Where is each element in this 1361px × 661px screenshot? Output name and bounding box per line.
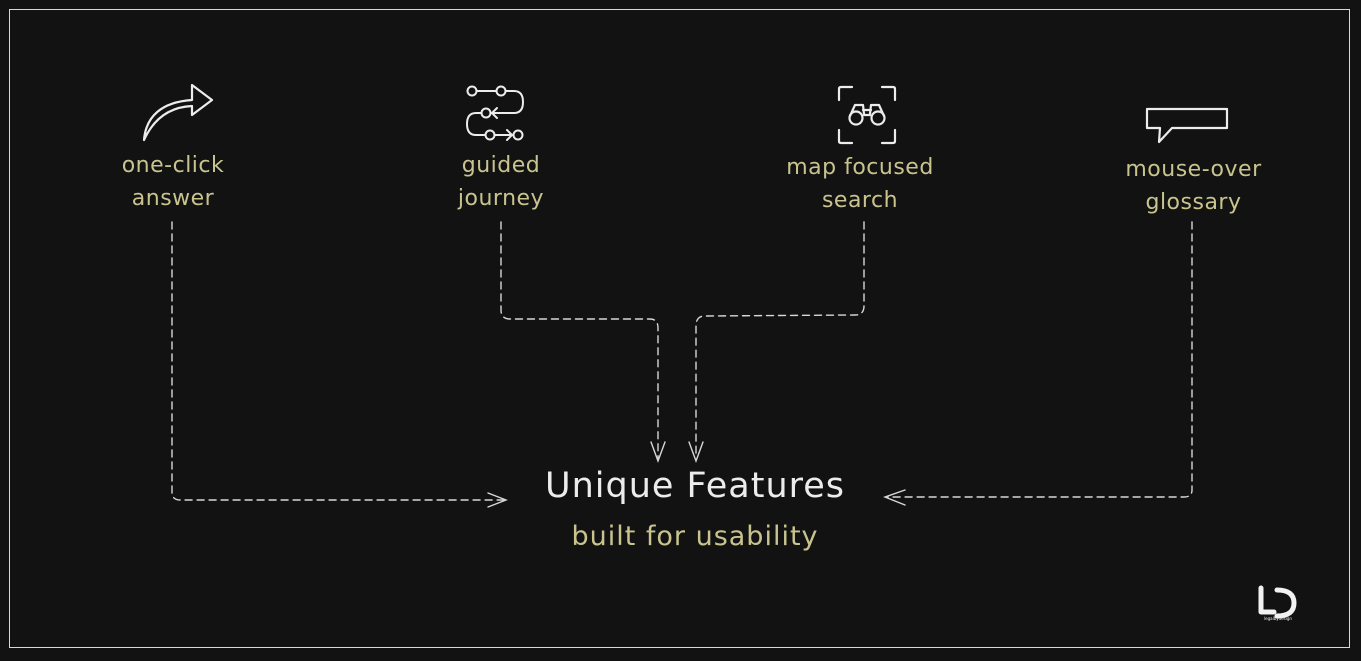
diagram-title: Unique Features [544,466,846,506]
arrowhead-glossary [883,489,906,506]
connector-one-click [171,221,506,501]
binoculars-scan-icon [837,85,897,145]
route-icon [466,85,524,141]
connector-glossary [886,221,1193,498]
connector-guided [500,221,659,459]
feature-label-map-search: map focused search [786,155,934,213]
feature-label-glossary: mouse-over glossary [1125,157,1262,215]
share-arrow-icon [142,83,214,142]
arrowhead-one-click [487,492,508,508]
logo-icon [1258,585,1297,619]
diagram-frame [9,9,1350,648]
speech-bubble-icon [1145,107,1229,144]
connector-map-search [695,221,865,459]
logo-text: legalbydesign [1264,616,1292,621]
arrowhead-guided [650,441,666,464]
feature-label-guided-journey: guided journey [457,153,545,211]
arrowhead-map-search [688,441,704,464]
feature-label-one-click: one-click answer [121,153,225,211]
diagram-subtitle: built for usability [571,521,819,552]
